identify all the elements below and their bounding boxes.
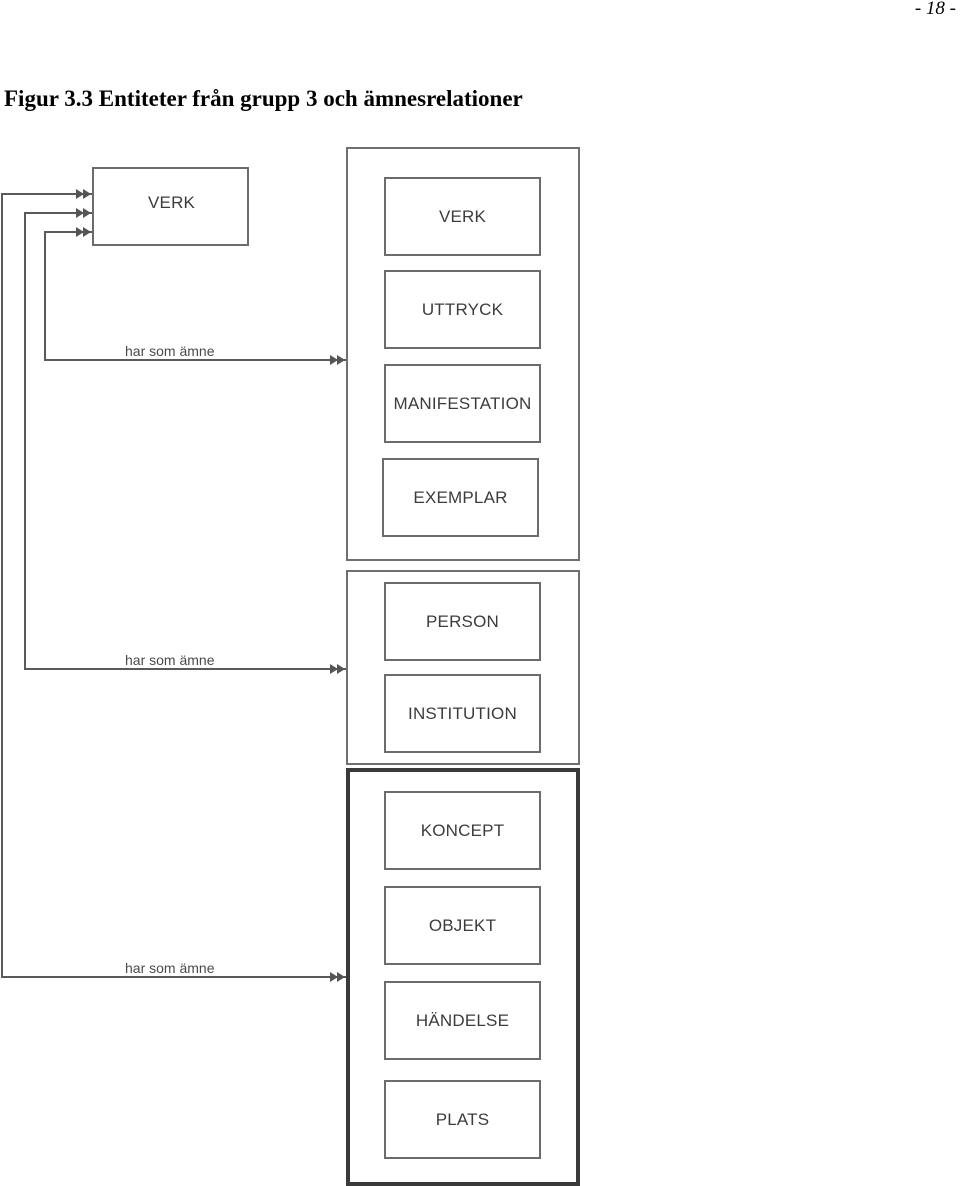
relation-label-group-2: har som ämne bbox=[125, 652, 215, 668]
entity-uttryck: UTTRYCK bbox=[384, 270, 541, 349]
entity-koncept: KONCEPT bbox=[384, 791, 541, 870]
relation-label-group-3: har som ämne bbox=[125, 960, 215, 976]
entity-verk: VERK bbox=[384, 177, 541, 256]
figure-caption: Figur 3.3 Entiteter från grupp 3 och ämn… bbox=[4, 86, 523, 111]
entity-exemplar: EXEMPLAR bbox=[382, 458, 539, 537]
entity-person: PERSON bbox=[384, 582, 541, 661]
entity-objekt: OBJEKT bbox=[384, 886, 541, 965]
entity-institution: INSTITUTION bbox=[384, 674, 541, 753]
entity-handelse: HÄNDELSE bbox=[384, 981, 541, 1060]
relation-label-group-1: har som ämne bbox=[125, 343, 215, 359]
source-entity-label: VERK bbox=[148, 193, 196, 212]
source-entity-verk: VERK bbox=[92, 167, 249, 246]
connector-to-group-3 bbox=[1, 193, 346, 982]
connector-to-group-1 bbox=[44, 231, 346, 365]
entity-plats: PLATS bbox=[384, 1080, 541, 1159]
page-number: - 18 - bbox=[914, 0, 956, 19]
connector-to-group-2 bbox=[24, 212, 346, 674]
entity-manifestation: MANIFESTATION bbox=[384, 364, 541, 443]
source-arrowheads bbox=[76, 189, 91, 237]
